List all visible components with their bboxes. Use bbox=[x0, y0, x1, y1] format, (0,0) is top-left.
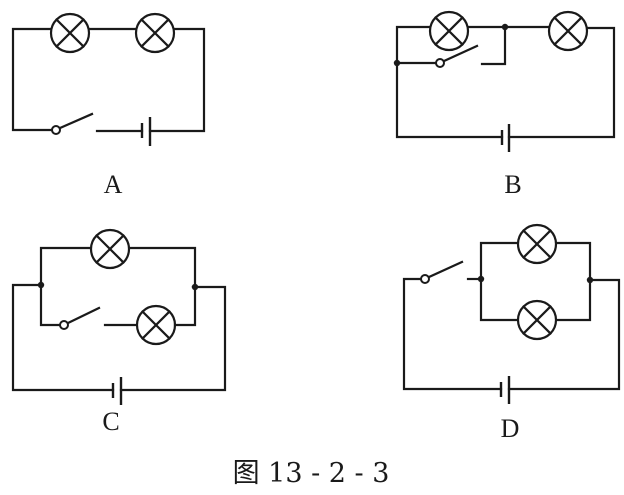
wire bbox=[39, 246, 93, 287]
wire bbox=[402, 277, 503, 391]
wire bbox=[554, 278, 592, 322]
junction-dot bbox=[191, 283, 199, 291]
circuit-a: A bbox=[11, 12, 206, 199]
wire bbox=[479, 241, 520, 281]
wire bbox=[554, 241, 592, 282]
lamp-icon bbox=[547, 10, 589, 52]
circuit-d: D bbox=[402, 223, 621, 443]
wire bbox=[507, 278, 621, 391]
wire bbox=[11, 27, 54, 132]
switch-icon bbox=[435, 44, 479, 68]
switch-icon bbox=[51, 112, 94, 135]
battery-icon bbox=[500, 124, 511, 152]
lamp-icon bbox=[516, 299, 558, 341]
wire bbox=[479, 277, 520, 322]
lamp-icon bbox=[89, 228, 131, 270]
circuit-b: B bbox=[393, 10, 616, 199]
wire bbox=[395, 25, 504, 139]
wire bbox=[39, 283, 62, 327]
switch-icon bbox=[59, 306, 101, 330]
lamp-icon bbox=[49, 12, 91, 54]
junction-dot bbox=[37, 281, 45, 289]
lamp-icon bbox=[428, 10, 470, 52]
wire bbox=[11, 283, 115, 392]
figure-caption: 图 13 - 2 - 3 bbox=[233, 458, 390, 489]
junction-dot bbox=[501, 23, 509, 31]
battery-icon bbox=[111, 377, 123, 405]
lamp-icon bbox=[135, 304, 177, 346]
wire bbox=[507, 26, 616, 139]
junction-dot bbox=[477, 275, 485, 283]
junction-dot bbox=[586, 276, 594, 284]
circuit-label: A bbox=[104, 170, 123, 199]
wire bbox=[148, 27, 206, 133]
wire bbox=[127, 246, 197, 289]
circuit-label: D bbox=[501, 414, 520, 443]
lamp-icon bbox=[134, 12, 176, 54]
junction-dot bbox=[393, 59, 401, 67]
lamp-icon bbox=[516, 223, 558, 265]
switch-icon bbox=[420, 260, 464, 284]
battery-icon bbox=[140, 117, 152, 146]
wire bbox=[119, 285, 227, 392]
wire bbox=[173, 285, 197, 327]
circuit-label: C bbox=[102, 407, 119, 436]
wire bbox=[480, 25, 507, 66]
circuit-label: B bbox=[504, 170, 521, 199]
battery-icon bbox=[499, 376, 511, 404]
circuit-c: C bbox=[11, 228, 227, 436]
